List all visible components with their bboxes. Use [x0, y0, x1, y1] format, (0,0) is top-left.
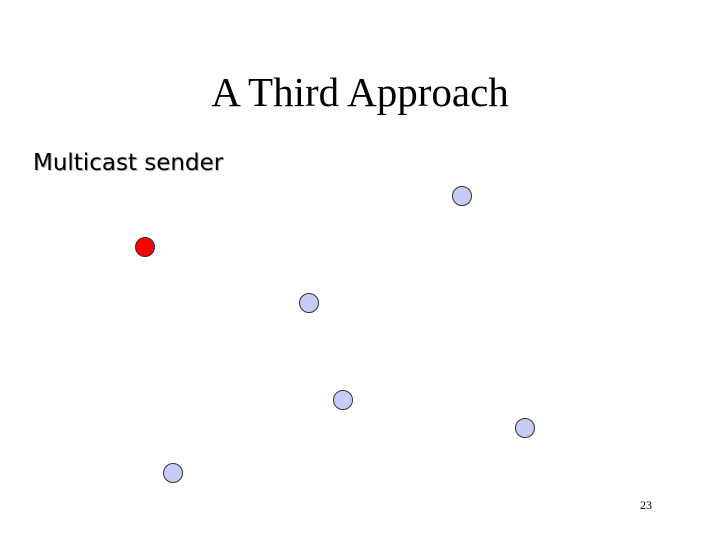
receiver-node	[515, 418, 535, 438]
sender-node	[135, 237, 155, 257]
page-number: 23	[640, 498, 652, 512]
multicast-sender-label: Multicast sender	[33, 150, 224, 176]
receiver-node	[299, 293, 319, 313]
receiver-node	[333, 390, 353, 410]
slide-title: A Third Approach	[211, 69, 509, 115]
receiver-node	[452, 186, 472, 206]
receiver-node	[163, 463, 183, 483]
